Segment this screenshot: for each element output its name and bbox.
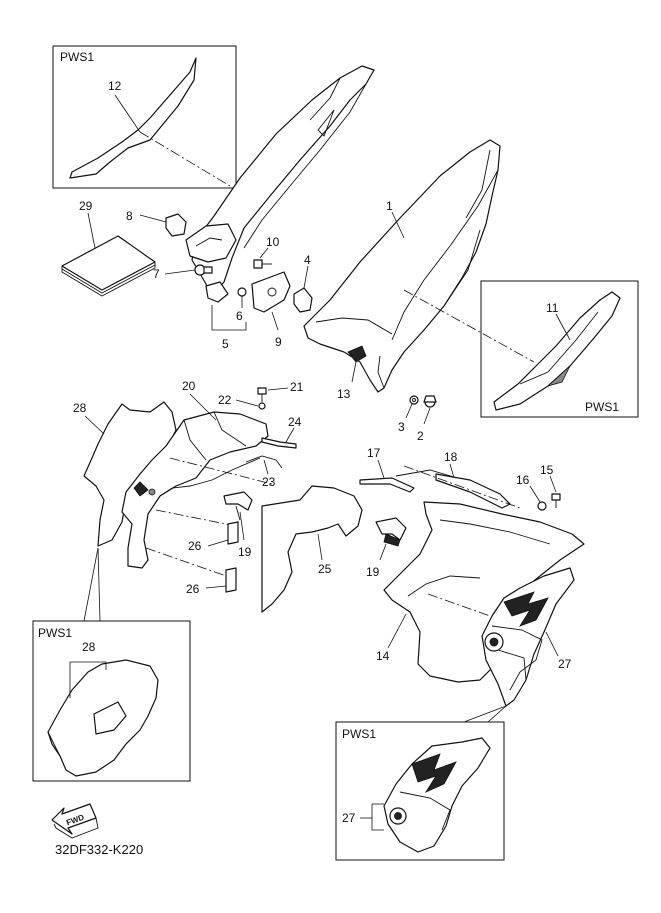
callout-13: 13: [337, 387, 351, 401]
callout-23: 23: [262, 475, 276, 489]
callout-4: 4: [304, 253, 311, 267]
part-21-22-screw: 21 22: [218, 380, 304, 410]
part-27-decal: [383, 737, 491, 853]
part-12-decal: [69, 57, 197, 179]
callout-9: 9: [275, 335, 282, 349]
callout-1: 1: [386, 199, 393, 213]
part-25-inner-panel: 25: [261, 485, 363, 613]
callout-27-box: 27: [342, 811, 356, 825]
callout-21: 21: [290, 380, 304, 394]
callout-20: 20: [182, 379, 196, 393]
callout-7: 7: [153, 267, 160, 281]
callout-24: 24: [288, 415, 302, 429]
part-24-trim: 24: [261, 415, 302, 449]
part-10-bolt: 10: [253, 235, 280, 269]
callout-28-top: 28: [73, 401, 87, 415]
callout-22: 22: [218, 393, 232, 407]
part-14-front-cowl: 14: [376, 501, 585, 683]
part-1-side-cover: 1 13: [303, 139, 501, 401]
callout-15: 15: [540, 463, 554, 477]
callout-18: 18: [444, 450, 458, 464]
callout-6: 6: [236, 309, 243, 323]
callout-2: 2: [417, 429, 424, 443]
callout-27-main: 27: [558, 657, 572, 671]
left-side-cover-upper: [185, 65, 375, 297]
part-19-damper-left: 19: [223, 491, 253, 559]
callout-12: 12: [108, 79, 122, 93]
box-title-bottom-right: PWS1: [342, 727, 376, 741]
pws1-box-bottom-right: PWS1 27: [335, 721, 505, 861]
box-title-bottom-left: PWS1: [38, 626, 72, 640]
pws1-box-top-left: PWS1 12: [52, 45, 237, 189]
part-5-6-grommet: 6 5: [205, 281, 247, 351]
part-19-damper-right: 19: [366, 517, 407, 579]
callout-3: 3: [398, 420, 405, 434]
callout-11: 11: [546, 301, 559, 315]
callout-19-right: 19: [366, 565, 380, 579]
part-23-trim: 23: [245, 455, 283, 489]
part-27-graphic: 27: [481, 567, 575, 707]
callout-29: 29: [79, 199, 93, 213]
part-9-bracket: 9: [251, 271, 291, 349]
callout-25: 25: [318, 562, 332, 576]
part-7-bolt: 7: [153, 264, 213, 281]
part-2-3-screw-washer: 3 2: [398, 395, 437, 443]
box-title-right: PWS1: [585, 400, 619, 414]
part-15-16-screw: 16 15: [516, 463, 561, 511]
callout-17: 17: [367, 446, 381, 460]
callout-16: 16: [516, 473, 530, 487]
callout-19-left: 19: [238, 545, 252, 559]
callout-28-box: 28: [82, 640, 96, 654]
part-29-manual: 29: [61, 199, 156, 297]
callout-10: 10: [266, 235, 280, 249]
callout-5: 5: [222, 337, 229, 351]
part-4-clip: 4: [293, 253, 313, 313]
part-26-emblems: 26 26: [186, 521, 239, 596]
part-11-decal: [493, 291, 621, 411]
part-28-panel: 28: [73, 401, 177, 547]
box-title-top-left: PWS1: [60, 50, 94, 64]
diagram-code: 32DF332-K220: [55, 842, 143, 857]
part-20-front-cowl: 20: [121, 379, 269, 569]
pws1-box-right: PWS1 11: [480, 280, 639, 418]
part-8-clip: 8: [126, 209, 187, 237]
callout-8: 8: [126, 209, 133, 223]
callout-26-bottom: 26: [186, 582, 200, 596]
fwd-arrow-icon: FWD: [51, 803, 99, 839]
callout-14: 14: [376, 649, 390, 663]
pws1-box-bottom-left: PWS1 28: [32, 620, 191, 782]
callout-26-top: 26: [188, 539, 202, 553]
